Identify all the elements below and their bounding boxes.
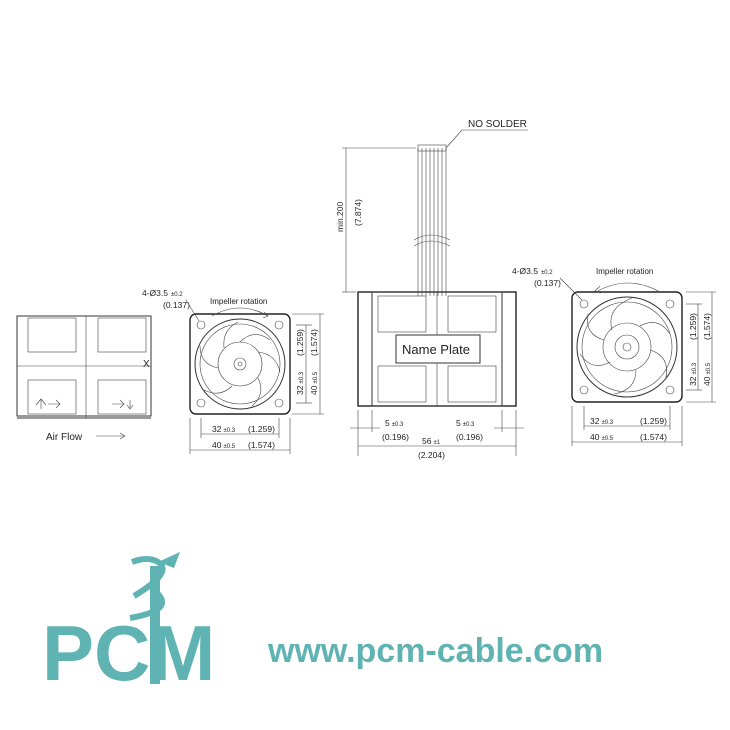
dim-32-vertical-left: 32±0.3 — [295, 371, 305, 395]
hole-spec-right: 4-Ø3.5±0.2 — [512, 266, 553, 276]
dim-32-horizontal-left: 32±0.3 — [212, 424, 236, 434]
name-plate-label: Name Plate — [402, 342, 470, 357]
dim-40-inch-vertical-left: (1.574) — [309, 329, 319, 356]
dim-56-inch: (2.204) — [418, 450, 445, 460]
dim-56: 56±1 — [422, 436, 441, 446]
logo-url: www.pcm-cable.com — [267, 632, 603, 670]
dim-40-horizontal-right: 40±0.5 — [590, 432, 614, 442]
dim-32-horizontal-right: 32±0.3 — [590, 416, 614, 426]
dim-32-inch-horizontal-left: (1.259) — [248, 424, 275, 434]
dim-5-right: 5±0.3 — [456, 418, 475, 428]
cable-spiral-icon — [129, 552, 180, 684]
dim-5-inch-left: (0.196) — [382, 432, 409, 442]
dim-5-inch-right: (0.196) — [456, 432, 483, 442]
dim-40-inch-horizontal-right: (1.574) — [640, 432, 667, 442]
dim-40-inch-horizontal-left: (1.574) — [248, 440, 275, 450]
hole-spec-left: 4-Ø3.5±0.2 — [142, 288, 183, 298]
impeller-rotation-label-left: Impeller rotation — [210, 297, 267, 306]
min-length-dim: min.200 — [335, 201, 345, 232]
flow-arrow-icon — [35, 398, 134, 410]
no-solder-label: NO SOLDER — [468, 119, 527, 130]
front-view-right: Impeller rotation 4-Ø3.5±0.2 (0.137) 32±… — [512, 266, 716, 446]
pcm-logo: PCM www.pcm-cable.com — [42, 552, 603, 697]
hole-inch-right: (0.137) — [534, 278, 561, 288]
dim-32-inch-vertical-left: (1.259) — [295, 329, 305, 356]
hole-inch-left: (0.137) — [163, 300, 190, 310]
dim-32-vertical-right: 32±0.3 — [688, 362, 698, 386]
dim-40-vertical-left: 40±0.5 — [309, 371, 319, 395]
dim-5-left: 5±0.3 — [385, 418, 404, 428]
dim-40-vertical-right: 40±0.5 — [702, 362, 712, 386]
impeller-rotation-label-right: Impeller rotation — [596, 267, 653, 276]
dim-40-horizontal-left: 40±0.5 — [212, 440, 236, 450]
air-flow-label: Air Flow — [46, 432, 83, 443]
center-view: NO SOLDER min.200 (7.874) Name Plate 5±0… — [335, 119, 528, 460]
front-view-left: Impeller rotation 4-Ø3.5±0.2 (0.137) 32±… — [142, 288, 324, 454]
dim-40-inch-vertical-right: (1.574) — [702, 313, 712, 340]
dim-32-inch-vertical-right: (1.259) — [688, 313, 698, 340]
min-length-inch-dim: (7.874) — [353, 199, 363, 226]
dim-32-inch-horizontal-right: (1.259) — [640, 416, 667, 426]
wire-bundle — [413, 144, 451, 296]
side-view: X Air Flow — [16, 315, 152, 443]
logo-brand: PCM — [42, 609, 215, 697]
axis-x-label: X — [143, 359, 150, 370]
